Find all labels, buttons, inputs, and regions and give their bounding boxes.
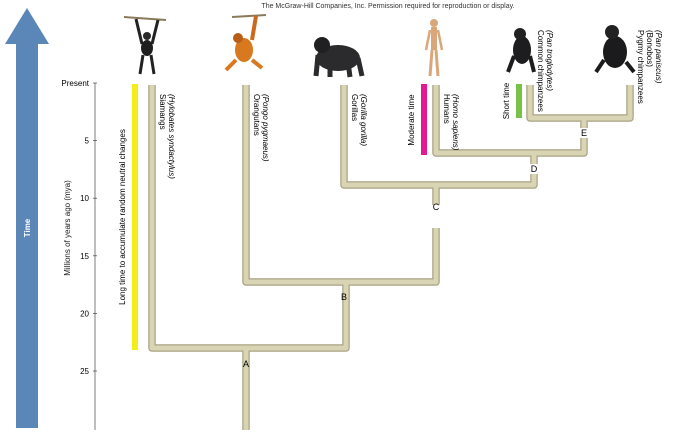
copyright-notice: The McGraw-Hill Companies, Inc. Permissi… (261, 3, 514, 10)
short-time-bar (516, 84, 522, 118)
chimpanzee-icon (506, 28, 536, 73)
y-axis: Millions of years ago (mya) Present 5 10 1… (61, 79, 97, 430)
branch-d (433, 85, 587, 156)
time-arrow-shape (5, 8, 49, 428)
svg-text:(Pan troglodytes): (Pan troglodytes) (545, 30, 554, 91)
bonobo-icon (594, 25, 636, 74)
node-label-a: A (243, 359, 249, 369)
branch-e (527, 85, 633, 128)
time-arrow-label: Time (23, 218, 32, 237)
moderate-time-bar (421, 84, 427, 155)
moderate-time-label: Moderate time (407, 94, 416, 146)
svg-text:(Pongo pygmaeus): (Pongo pygmaeus) (261, 94, 270, 162)
y-ticks: 5 10 15 20 25 (80, 137, 97, 376)
y-axis-label: Millions of years ago (mya) (63, 180, 72, 276)
gorilla-icon (313, 37, 365, 78)
siamang-icon (123, 16, 167, 75)
y-tick-label: 15 (80, 252, 89, 261)
y-tick-label: 5 (85, 137, 90, 146)
svg-text:(Homo sapiens): (Homo sapiens) (451, 94, 460, 151)
branch-c (341, 85, 537, 188)
svg-text:(Gorilla gorilla): (Gorilla gorilla) (359, 94, 368, 146)
time-arrow: Time (5, 8, 49, 428)
svg-text:(Hylobates syndactylus): (Hylobates syndactylus) (167, 94, 176, 179)
node-label-c: C (433, 202, 440, 212)
branch-a (149, 85, 349, 430)
y-tick-label: 25 (80, 367, 89, 376)
y-tick-label: 10 (80, 194, 89, 203)
short-time-label: Short time (502, 82, 511, 119)
svg-text:Humans: Humans (442, 94, 451, 124)
node-label-b: B (341, 292, 347, 302)
branch-b (243, 85, 439, 302)
time-bars: Long time to accumulate random neutral c… (118, 82, 522, 350)
svg-text:Orangutans: Orangutans (252, 94, 261, 136)
svg-text:Siamangs: Siamangs (158, 94, 167, 130)
species-icons (123, 14, 636, 78)
species-labels: Siamangs (Hylobates syndactylus) Orangut… (158, 30, 663, 179)
long-time-bar (132, 84, 138, 350)
y-tick-present: Present (61, 79, 89, 88)
svg-text:Common chimpanzees: Common chimpanzees (536, 30, 545, 112)
species-label-siamangs: Siamangs (Hylobates syndactylus) (158, 94, 176, 179)
svg-text:Pygmy chimpanzees: Pygmy chimpanzees (636, 30, 645, 104)
species-label-common-chimpanzees: Common chimpanzees (Pan troglodytes) (536, 30, 554, 112)
svg-text:Gorillas: Gorillas (350, 94, 359, 121)
node-labels: A B C D E (243, 128, 587, 369)
svg-text:(Pan paniscus): (Pan paniscus) (654, 30, 663, 84)
species-label-humans: Humans (Homo sapiens) (442, 94, 460, 151)
species-label-orangutans: Orangutans (Pongo pygmaeus) (252, 94, 270, 162)
node-label-d: D (531, 164, 538, 174)
species-label-pygmy-chimpanzees: Pygmy chimpanzees (Bonobos) (Pan paniscu… (636, 30, 663, 104)
tree-branches (148, 85, 634, 430)
human-icon (424, 19, 444, 77)
species-label-gorillas: Gorillas (Gorilla gorilla) (350, 94, 368, 146)
long-time-label: Long time to accumulate random neutral c… (118, 129, 127, 305)
orangutan-icon (224, 14, 267, 72)
y-tick-label: 20 (80, 309, 89, 318)
svg-text:(Bonobos): (Bonobos) (645, 30, 654, 67)
node-label-e: E (581, 128, 587, 138)
